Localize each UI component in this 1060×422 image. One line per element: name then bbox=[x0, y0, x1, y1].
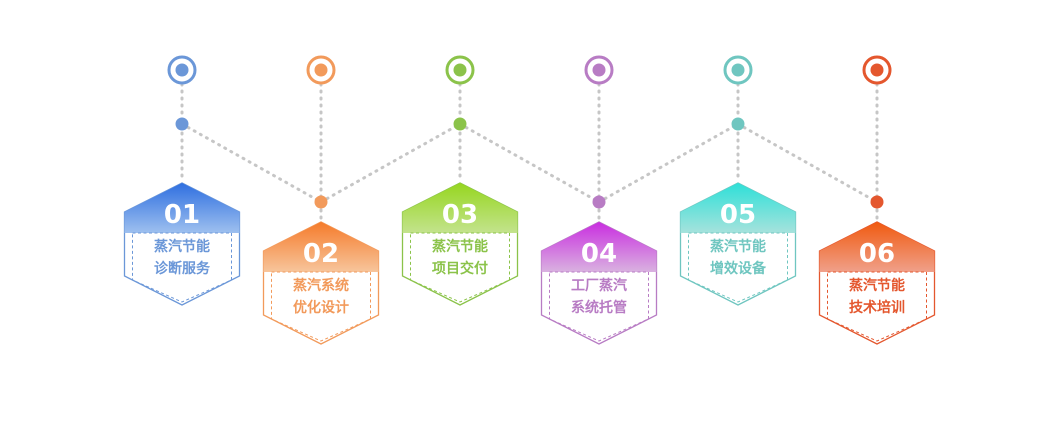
timeline-dot-icon bbox=[731, 63, 745, 77]
hex-inner-dashed bbox=[271, 271, 371, 342]
step-label-line2: 优化设计 bbox=[293, 299, 349, 316]
hex-inner-dashed bbox=[132, 232, 232, 303]
hex-header bbox=[541, 222, 657, 272]
hex-inner-dashed bbox=[827, 271, 927, 342]
junction-dot-icon bbox=[870, 195, 884, 209]
zigzag-connector bbox=[458, 122, 601, 204]
step-number: 06 bbox=[859, 239, 895, 269]
step-label-line2: 增效设备 bbox=[710, 260, 767, 277]
step-label-line1: 蒸汽节能 bbox=[432, 238, 488, 255]
timeline-dot-icon bbox=[870, 63, 884, 77]
hex-inner-dashed bbox=[549, 271, 649, 342]
connector-lines bbox=[180, 122, 879, 204]
junction-dot-icon bbox=[314, 195, 328, 209]
timeline-dot-icon bbox=[592, 63, 606, 77]
hex-inner-dashed bbox=[688, 232, 788, 303]
step-label-line1: 蒸汽节能 bbox=[154, 238, 210, 255]
step-label-line2: 项目交付 bbox=[432, 260, 488, 277]
step-number: 02 bbox=[303, 239, 339, 269]
zigzag-connector bbox=[180, 122, 323, 204]
hex-header bbox=[819, 222, 935, 272]
timeline-dot-icon bbox=[175, 63, 189, 77]
zigzag-connector bbox=[597, 122, 740, 204]
hex-inner-dashed bbox=[410, 232, 510, 303]
step-label-line1: 蒸汽节能 bbox=[710, 238, 766, 255]
zigzag-connector bbox=[736, 122, 879, 204]
hex-header bbox=[402, 183, 518, 233]
junction-dot-icon bbox=[592, 195, 606, 209]
timeline-dot-icon bbox=[453, 63, 467, 77]
step-label-line2: 诊断服务 bbox=[154, 260, 211, 277]
step-number: 04 bbox=[581, 239, 617, 269]
step-number: 05 bbox=[720, 200, 756, 230]
junction-dot-icon bbox=[453, 117, 467, 131]
hex-header bbox=[680, 183, 796, 233]
hex-header bbox=[263, 222, 379, 272]
step-label-line1: 工厂蒸汽 bbox=[571, 277, 627, 294]
junction-dot-icon bbox=[175, 117, 189, 131]
step-number: 01 bbox=[164, 200, 200, 230]
step-number: 03 bbox=[442, 200, 478, 230]
hex-header bbox=[124, 183, 240, 233]
timeline-dot-icon bbox=[314, 63, 328, 77]
step-label-line2: 系统托管 bbox=[571, 299, 627, 316]
step-label-line1: 蒸汽系统 bbox=[293, 277, 349, 294]
junction-dot-icon bbox=[731, 117, 745, 131]
zigzag-connector bbox=[319, 122, 462, 204]
step-label-line1: 蒸汽节能 bbox=[849, 277, 905, 294]
step-label-line2: 技术培训 bbox=[849, 299, 905, 316]
